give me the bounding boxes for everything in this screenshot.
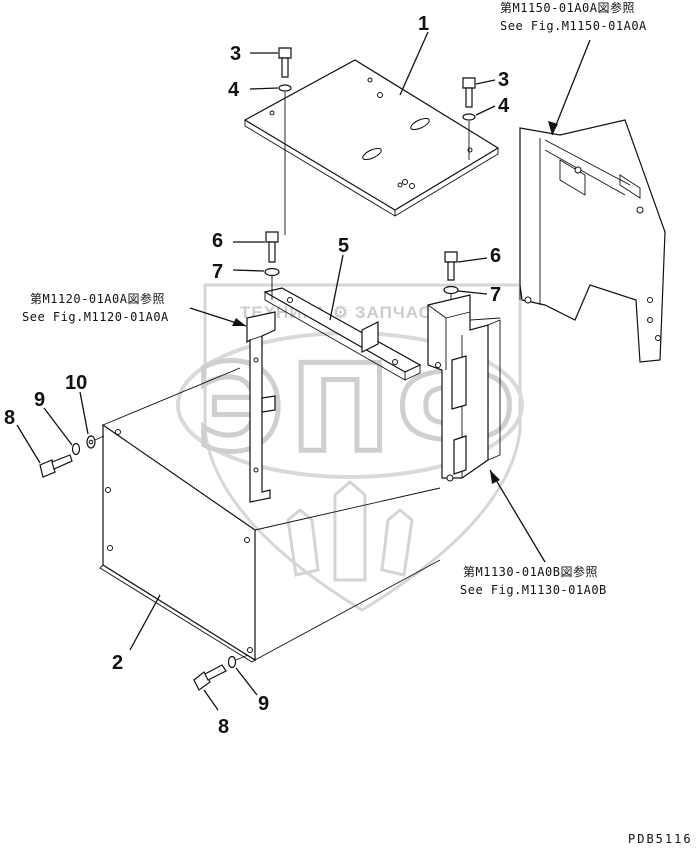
right-rear-bracket <box>519 119 666 363</box>
callout-7-left: 7 <box>212 261 223 283</box>
left-vertical-bracket <box>246 311 276 503</box>
reference-notes: 第M1150-01A0A図参照 See Fig.M1150-01A0A 第M11… <box>22 0 647 597</box>
callout-6-right: 6 <box>490 245 501 267</box>
cross-rail <box>263 287 422 381</box>
callout-2: 2 <box>112 652 123 674</box>
callout-4-right: 4 <box>498 95 510 117</box>
ref-m1150-jp: 第M1150-01A0A図参照 <box>500 0 635 15</box>
callout-8-bottom: 8 <box>218 716 229 738</box>
watermark-shield <box>203 283 522 612</box>
drawing-code: PDB5116 <box>628 832 693 846</box>
callout-1: 1 <box>418 13 429 35</box>
callout-9-left: 9 <box>34 389 45 411</box>
callout-9-bottom: 9 <box>258 693 269 715</box>
ref-m1150-en: See Fig.M1150-01A0A <box>500 19 647 33</box>
side-panel <box>99 367 441 663</box>
callout-7-right: 7 <box>490 284 501 306</box>
callout-3-left: 3 <box>230 43 241 65</box>
bolt-6-right <box>443 251 459 310</box>
bolt-3-right <box>462 77 476 160</box>
bolt-6-left <box>264 231 280 300</box>
ref-m1120-en: See Fig.M1120-01A0A <box>22 310 169 324</box>
bolt-3-left <box>278 47 292 235</box>
callout-8-left: 8 <box>4 407 15 429</box>
bolt-8-bottom <box>193 654 249 691</box>
ref-m1130-en: See Fig.M1130-01A0B <box>460 583 607 597</box>
right-vertical-frame <box>427 294 501 482</box>
top-cover-plate <box>243 59 500 217</box>
callout-10: 10 <box>65 372 87 394</box>
ref-m1130-jp: 第M1130-01A0B図参照 <box>463 564 598 579</box>
leader-lines <box>16 31 591 711</box>
callout-5: 5 <box>338 235 349 257</box>
callout-4-left: 4 <box>228 79 240 101</box>
callout-numbers: 1 2 3 3 4 4 5 6 6 7 7 8 8 9 9 10 <box>4 13 510 738</box>
ref-m1120-jp: 第M1120-01A0A図参照 <box>30 291 165 306</box>
callout-3-right: 3 <box>498 69 509 91</box>
watermark-arrows <box>286 480 414 582</box>
callout-6-left: 6 <box>212 230 223 252</box>
bolt-8-left <box>39 435 105 478</box>
